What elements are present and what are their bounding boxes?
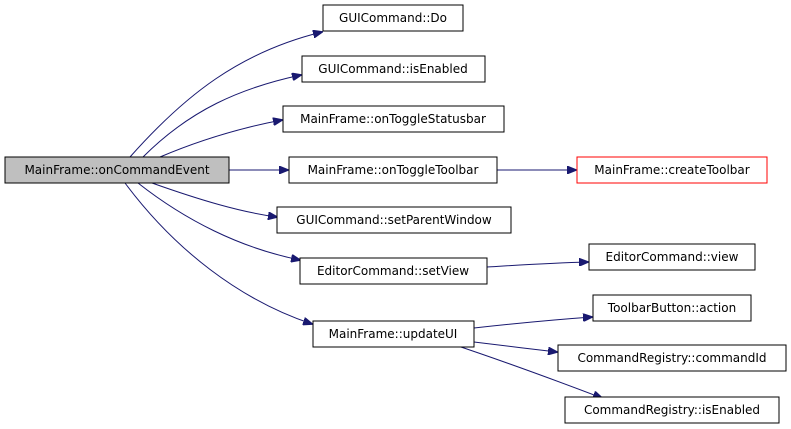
node-mainframe-createtoolbar[interactable]: MainFrame::createToolbar <box>576 156 768 184</box>
node-toolbarbutton-action[interactable]: ToolbarButton::action <box>592 294 752 322</box>
edge-updateui-to-toolbarbutton-action <box>473 317 592 329</box>
node-label: MainFrame::createToolbar <box>594 163 749 177</box>
edge-oncommandevent-to-editorcommand-setview <box>137 182 300 260</box>
node-editorcommand-setview[interactable]: EditorCommand::setView <box>299 257 488 285</box>
node-label: GUICommand::setParentWindow <box>296 213 492 227</box>
edge-oncommandevent-to-setparentwindow <box>151 182 277 217</box>
node-mainframe-updateui[interactable]: MainFrame::updateUI <box>312 320 475 348</box>
node-label: GUICommand::Do <box>339 11 447 25</box>
node-guicommand-isenabled[interactable]: GUICommand::isEnabled <box>301 55 486 83</box>
node-label: CommandRegistry::commandId <box>577 351 766 365</box>
node-label: MainFrame::updateUI <box>329 327 458 341</box>
edge-oncommandevent-to-ontogglestatusbar <box>159 120 282 158</box>
node-label: MainFrame::onToggleToolbar <box>308 163 479 177</box>
node-label: EditorCommand::view <box>606 250 739 264</box>
node-mainframe-oncommandevent[interactable]: MainFrame::onCommandEvent <box>4 156 230 184</box>
edge-updateui-to-commandregistry-isenabled <box>451 343 602 398</box>
node-editorcommand-view[interactable]: EditorCommand::view <box>588 243 756 271</box>
node-label: EditorCommand::setView <box>317 264 469 278</box>
node-commandregistry-commandid[interactable]: CommandRegistry::commandId <box>557 344 787 372</box>
node-label: MainFrame::onCommandEvent <box>24 163 209 177</box>
nodes-group: MainFrame::onCommandEvent GUICommand::Do… <box>4 4 787 424</box>
node-commandregistry-isenabled[interactable]: CommandRegistry::isEnabled <box>564 396 780 424</box>
edge-oncommandevent-to-guicommand-isenabled <box>142 75 301 158</box>
edge-oncommandevent-to-updateui <box>124 182 312 324</box>
node-label: GUICommand::isEnabled <box>318 62 467 76</box>
node-guicommand-do[interactable]: GUICommand::Do <box>322 4 464 32</box>
edges-group <box>124 32 602 398</box>
node-guicommand-setparentwindow[interactable]: GUICommand::setParentWindow <box>276 206 512 234</box>
edge-setview-to-editorcommand-view <box>486 262 588 268</box>
node-mainframe-ontogglestatusbar[interactable]: MainFrame::onToggleStatusbar <box>282 105 505 133</box>
node-label: CommandRegistry::isEnabled <box>584 403 760 417</box>
node-label: ToolbarButton::action <box>607 301 736 315</box>
edge-updateui-to-commandregistry-commandid <box>473 341 557 352</box>
node-mainframe-ontoggletoolbar[interactable]: MainFrame::onToggleToolbar <box>288 156 498 184</box>
edge-oncommandevent-to-guicommand-do <box>129 32 322 158</box>
node-label: MainFrame::onToggleStatusbar <box>300 112 486 126</box>
